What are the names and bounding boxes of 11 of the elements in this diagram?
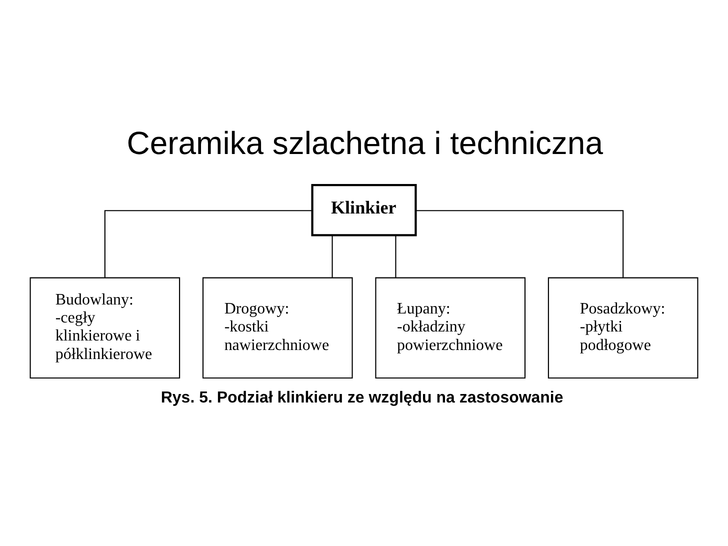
connector: [395, 235, 396, 278]
connector: [332, 235, 333, 278]
node-box: Drogowy: -kostki nawierzchniowe: [202, 277, 353, 379]
connector: [104, 210, 312, 278]
node-box: Łupany: -okładziny powierzchniowe: [375, 277, 526, 379]
node-box: Budowlany: -cegły klinkierowe i półklinkierowe: [30, 277, 180, 379]
node-box: Klinkier: [311, 184, 417, 236]
connector: [416, 210, 624, 278]
caption: Rys. 5. Podział klinkieru ze względu na zastosowanie: [160, 390, 564, 407]
node-box: Posadzkowy: -płytki podłogowe: [548, 277, 698, 379]
diagram-title: Ceramika szlachetna i techniczna: [126, 125, 603, 162]
